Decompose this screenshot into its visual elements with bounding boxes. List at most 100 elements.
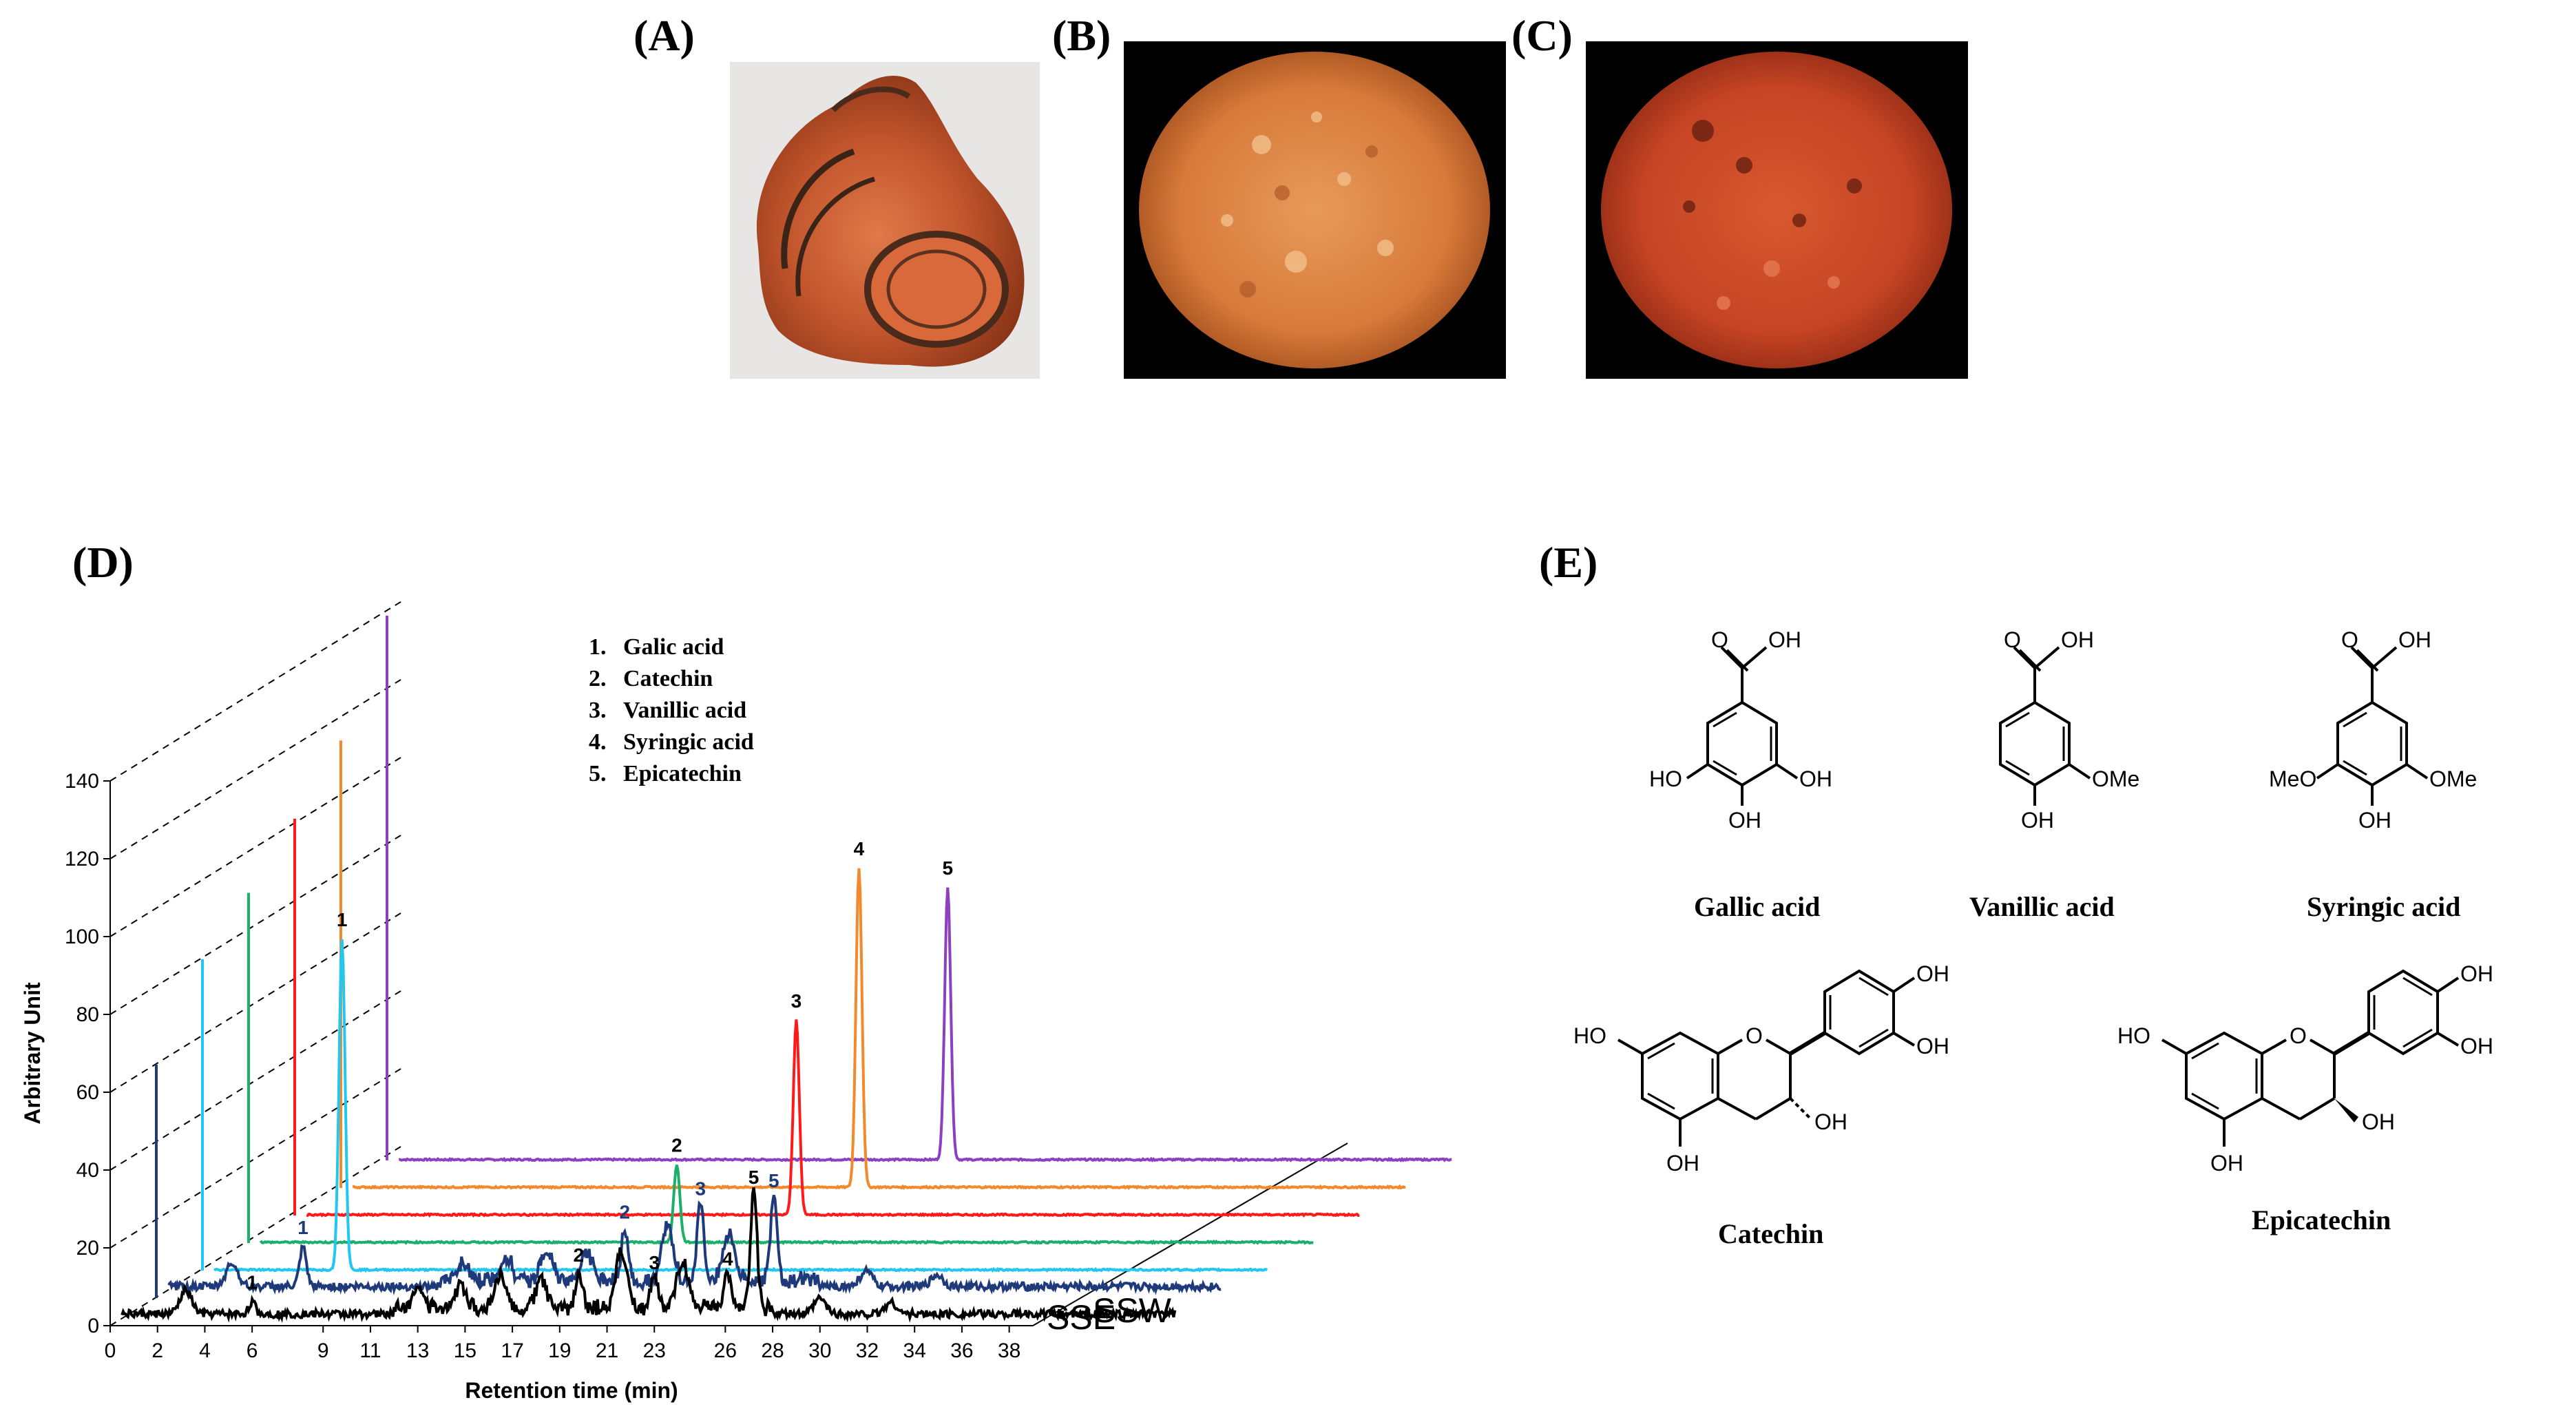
catechin-structure: O HO OH OH OH OH Catechin — [1573, 961, 1949, 1249]
panel-b-label: (B) — [1052, 11, 1111, 60]
x-tick-label: 19 — [548, 1339, 571, 1362]
legend-item: Syringic acid — [623, 729, 754, 755]
x-tick-label: 2 — [151, 1339, 163, 1362]
atom-label: O — [2341, 627, 2358, 652]
atom-label: HO — [1649, 766, 1682, 791]
peak-label: 2 — [620, 1201, 631, 1222]
y-tick-label: 120 — [65, 848, 99, 870]
peak-label: 4 — [854, 838, 865, 859]
powder-sample-c-photo — [1586, 41, 1968, 379]
atom-label: OH — [2210, 1151, 2243, 1176]
epicatechin-structure: O HO OH OH OH OH Epicatechin — [2117, 961, 2493, 1235]
y-tick-label: 100 — [65, 926, 99, 948]
x-tick-label: 6 — [247, 1339, 258, 1362]
x-tick-label: 0 — [105, 1339, 116, 1362]
x-tick-label: 36 — [950, 1339, 973, 1362]
atom-label: OH — [1799, 766, 1832, 791]
peak-label: 5 — [768, 1170, 779, 1191]
atom-label: OH — [1728, 808, 1761, 833]
peak-label: 1 — [337, 909, 348, 930]
trace-line — [398, 887, 1452, 1162]
panel-c-label: (C) — [1511, 11, 1573, 60]
root-cross-section-photo — [730, 62, 1040, 379]
atom-label: OH — [1916, 1034, 1949, 1058]
x-tick-label: 23 — [643, 1339, 666, 1362]
x-tick-label: 38 — [998, 1339, 1020, 1362]
x-tick-label: 28 — [761, 1339, 784, 1362]
x-tick-label: 11 — [359, 1339, 381, 1362]
peak-label: 1 — [247, 1271, 258, 1293]
atom-label: O — [2004, 627, 2021, 652]
catechin-label: Catechin — [1718, 1218, 1823, 1249]
x-tick-label: 32 — [856, 1339, 879, 1362]
x-tick-label: 26 — [714, 1339, 737, 1362]
ssw-trace-label: SSW — [1093, 1291, 1172, 1330]
depth-gridline — [109, 835, 401, 1015]
x-tick-label: 9 — [317, 1339, 329, 1362]
atom-label: MeO — [2269, 766, 2316, 791]
atom-label: HO — [2117, 1023, 2150, 1048]
trace-line — [352, 868, 1406, 1191]
vanillic-acid-structure: O OH OMe OH Vanillic acid — [1969, 627, 2139, 922]
depth-gridline — [109, 990, 401, 1171]
y-tick-label: 40 — [76, 1159, 99, 1182]
depth-gridline — [109, 1146, 401, 1326]
y-tick-label: 20 — [76, 1237, 99, 1260]
panel-d-label: (D) — [72, 538, 134, 587]
syringic-acid-structure: O OH MeO OMe OH Syringic acid — [2269, 627, 2477, 922]
atom-label: OMe — [2092, 766, 2139, 791]
chemical-structures: O OH HO OH OH Gallic acid O OH OMe OH Va… — [1573, 627, 2493, 1249]
legend-item: Vanillic acid — [623, 698, 746, 723]
atom-label: OH — [2358, 808, 2391, 833]
peak-label: 5 — [943, 857, 954, 879]
gallic-acid-structure: O OH HO OH OH Gallic acid — [1649, 627, 1832, 922]
atom-label: OH — [2398, 627, 2431, 652]
atom-label: OH — [2460, 1034, 2493, 1058]
y-tick-label: 60 — [76, 1081, 99, 1104]
atom-label: O — [2290, 1023, 2307, 1048]
peak-label: 2 — [574, 1244, 585, 1266]
trace-line — [259, 1165, 1314, 1245]
trace-line — [121, 1187, 1177, 1324]
legend-item: Catechin — [623, 666, 713, 691]
epicatechin-label: Epicatechin — [2252, 1204, 2391, 1235]
depth-gridline — [109, 912, 401, 1093]
trace-line — [306, 1019, 1360, 1218]
legend-item: Galic acid — [623, 634, 724, 660]
peak-label: 1 — [297, 1217, 308, 1238]
legend-item: Epicatechin — [623, 761, 742, 786]
sse-trace-label: SSE — [1047, 1298, 1116, 1337]
depth-gridline — [109, 601, 401, 782]
x-axis-title: Retention time (min) — [465, 1378, 678, 1403]
atom-label: OH — [2362, 1109, 2395, 1134]
atom-label: OH — [1814, 1109, 1847, 1134]
x-tick-label: 30 — [808, 1339, 831, 1362]
legend-number: 5. — [589, 761, 607, 786]
atom-label: O — [1746, 1023, 1763, 1048]
floor-edge — [1032, 1142, 1348, 1326]
powder-sample-b-photo — [1124, 41, 1506, 379]
atom-label: OH — [2460, 961, 2493, 986]
atom-label: OH — [1666, 1151, 1699, 1176]
trace-line — [167, 1194, 1222, 1296]
depth-gridline — [109, 679, 401, 859]
peak-label: 3 — [649, 1252, 660, 1273]
atom-label: OH — [1916, 961, 1949, 986]
x-tick-label: 17 — [501, 1339, 523, 1362]
atom-label: OH — [2061, 627, 2094, 652]
atom-label: O — [1711, 627, 1728, 652]
vanillic-acid-label: Vanillic acid — [1969, 891, 2115, 922]
syringic-acid-label: Syringic acid — [2307, 891, 2460, 922]
legend-number: 4. — [589, 729, 607, 755]
gallic-acid-label: Gallic acid — [1694, 891, 1820, 922]
y-tick-label: 0 — [87, 1315, 99, 1337]
peak-label: 4 — [722, 1249, 733, 1270]
panel-a-label: (A) — [633, 11, 695, 60]
depth-gridline — [109, 1068, 401, 1249]
y-tick-label: 140 — [65, 770, 99, 793]
atom-label: OH — [2021, 808, 2054, 833]
peak-label: 2 — [671, 1134, 682, 1156]
x-tick-label: 15 — [454, 1339, 477, 1362]
legend-number: 1. — [589, 634, 607, 660]
